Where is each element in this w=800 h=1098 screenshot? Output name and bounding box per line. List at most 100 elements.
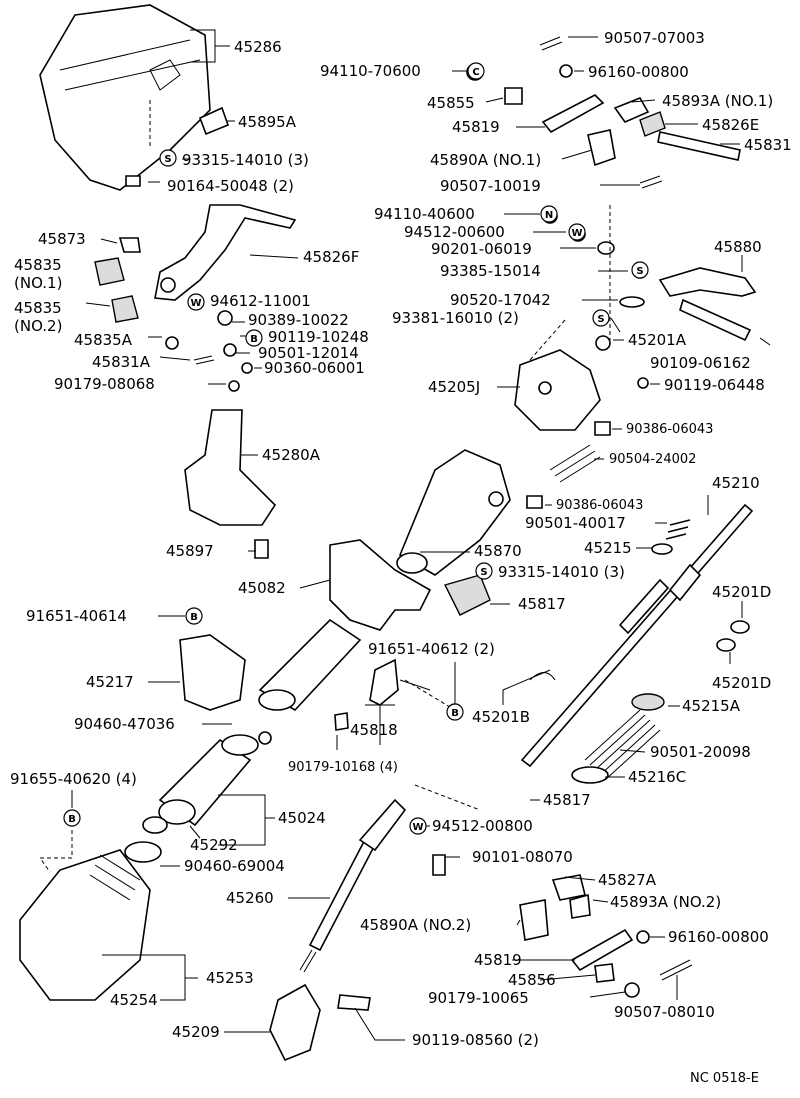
label-90386-06043-b: 90386-06043 — [556, 498, 643, 513]
bracket-45280A — [184, 409, 277, 526]
lever-45826F — [154, 204, 297, 301]
label-90179-10065: 90179-10065 — [428, 989, 529, 1007]
label-45826F: 45826F — [303, 248, 359, 266]
svg-text:B: B — [451, 708, 459, 719]
label-45205J: 45205J — [428, 378, 480, 396]
symbol-s-badge: S — [475, 562, 493, 580]
shaft-45210 — [520, 503, 754, 768]
label-45835A: 45835A — [74, 331, 133, 349]
pad-45895A — [198, 106, 230, 136]
label-45216C: 45216C — [628, 768, 686, 786]
label-93315-14010: 93315-14010 (3) — [182, 151, 309, 169]
bracket-45082 — [329, 539, 432, 631]
label-90201-06019: 90201-06019 — [431, 240, 532, 258]
label-90179-08068: 90179-08068 — [54, 375, 155, 393]
label-93315-14010-b: 93315-14010 (3) — [498, 563, 625, 581]
label-90520-17042: 90520-17042 — [450, 291, 551, 309]
symbol-c-badge: C — [467, 62, 485, 80]
label-45827A: 45827A — [598, 871, 657, 889]
label-45856: 45856 — [508, 971, 556, 989]
label-45835-no2-suffix: (NO.2) — [14, 317, 62, 335]
link-45819-lower — [570, 928, 634, 972]
label-90119-08560: 90119-08560 (2) — [412, 1031, 539, 1049]
label-45260: 45260 — [226, 889, 274, 907]
label-45897: 45897 — [166, 542, 214, 560]
label-90460-47036: 90460-47036 — [74, 715, 175, 733]
label-45880: 45880 — [714, 238, 762, 256]
label-90164-50048: 90164-50048 (2) — [167, 177, 294, 195]
svg-text:B: B — [68, 814, 76, 825]
label-90109-06162: 90109-06162 — [650, 354, 751, 372]
label-90507-08010: 90507-08010 — [614, 1003, 715, 1021]
label-45890A-no1: 45890A (NO.1) — [430, 151, 541, 169]
svg-text:S: S — [164, 154, 171, 165]
label-94110-70600: 94110-70600 — [320, 62, 421, 80]
symbol-w-badge: W — [187, 293, 205, 311]
label-45201B: 45201B — [472, 708, 530, 726]
label-90507-10019: 90507-10019 — [440, 177, 541, 195]
label-90101-08070: 90101-08070 — [472, 848, 573, 866]
svg-text:S: S — [597, 314, 604, 325]
label-45201A: 45201A — [628, 331, 687, 349]
label-45855: 45855 — [427, 94, 475, 112]
label-90501-40017: 90501-40017 — [525, 514, 626, 532]
symbol-b-badge: B — [446, 703, 464, 721]
bracket-45217 — [179, 634, 246, 711]
label-90386-06043-a: 90386-06043 — [626, 422, 713, 437]
label-45817-a: 45817 — [518, 595, 566, 613]
label-45831: 45831 — [744, 136, 792, 154]
label-45870: 45870 — [474, 542, 522, 560]
label-94512-00600: 94512-00600 — [404, 223, 505, 241]
label-90507-07003: 90507-07003 — [604, 29, 705, 47]
tube-45870 — [398, 449, 511, 576]
part-drawings — [19, 4, 757, 1062]
symbol-w-badge: W — [568, 223, 586, 241]
svg-text:W: W — [412, 822, 423, 833]
label-45201D-b: 45201D — [712, 674, 771, 692]
lever-45880 — [658, 267, 757, 297]
label-90504-24002: 90504-24002 — [609, 452, 696, 467]
label-45835-no2-num: 45835 — [14, 299, 62, 317]
svg-text:S: S — [480, 567, 487, 578]
label-90389-10022: 90389-10022 — [248, 311, 349, 329]
symbol-b-badge: B — [245, 329, 263, 347]
label-45215A: 45215A — [682, 697, 741, 715]
label-94512-00800: 94512-00800 — [432, 817, 533, 835]
symbol-w-badge: W — [409, 817, 427, 835]
label-45831A: 45831A — [92, 353, 151, 371]
label-45215: 45215 — [584, 539, 632, 557]
label-45292: 45292 — [190, 836, 238, 854]
label-45201D-a: 45201D — [712, 583, 771, 601]
svg-text:C: C — [472, 67, 479, 78]
label-45254: 45254 — [110, 991, 158, 1009]
symbol-badges: S C N W S W B S S B B B W — [63, 62, 649, 835]
label-90360-06001: 90360-06001 — [264, 359, 365, 377]
svg-text:N: N — [545, 210, 553, 221]
label-45893A-no2: 45893A (NO.2) — [610, 893, 721, 911]
label-45253: 45253 — [206, 969, 254, 987]
label-45210: 45210 — [712, 474, 760, 492]
label-90501-20098: 90501-20098 — [650, 743, 751, 761]
label-45873: 45873 — [38, 230, 86, 248]
label-94110-40600: 94110-40600 — [374, 205, 475, 223]
label-91651-40614: 91651-40614 — [26, 607, 127, 625]
link-45819 — [541, 94, 605, 134]
symbol-n-badge: N — [540, 205, 558, 223]
label-45209: 45209 — [172, 1023, 220, 1041]
dashed-assembly-lines — [39, 100, 611, 873]
label-45890A-no2: 45890A (NO.2) — [360, 916, 471, 934]
housing-45253 — [19, 849, 151, 1001]
diagram-code: NC 0518-E — [690, 1071, 759, 1086]
part-labels: 45286 45895A 93315-14010 (3) 90164-50048… — [10, 29, 792, 1086]
column-cover-upper — [39, 4, 211, 191]
label-96160-00800-b: 96160-00800 — [668, 928, 769, 946]
label-45826E: 45826E — [702, 116, 759, 134]
svg-text:B: B — [250, 334, 258, 345]
label-93381-16010: 93381-16010 (2) — [392, 309, 519, 327]
label-94612-11001: 94612-11001 — [210, 292, 311, 310]
label-90501-12014: 90501-12014 — [258, 344, 359, 362]
label-45895A: 45895A — [238, 113, 297, 131]
label-45819-b: 45819 — [474, 951, 522, 969]
label-45217: 45217 — [86, 673, 134, 691]
symbol-s-badge: S — [631, 261, 649, 279]
